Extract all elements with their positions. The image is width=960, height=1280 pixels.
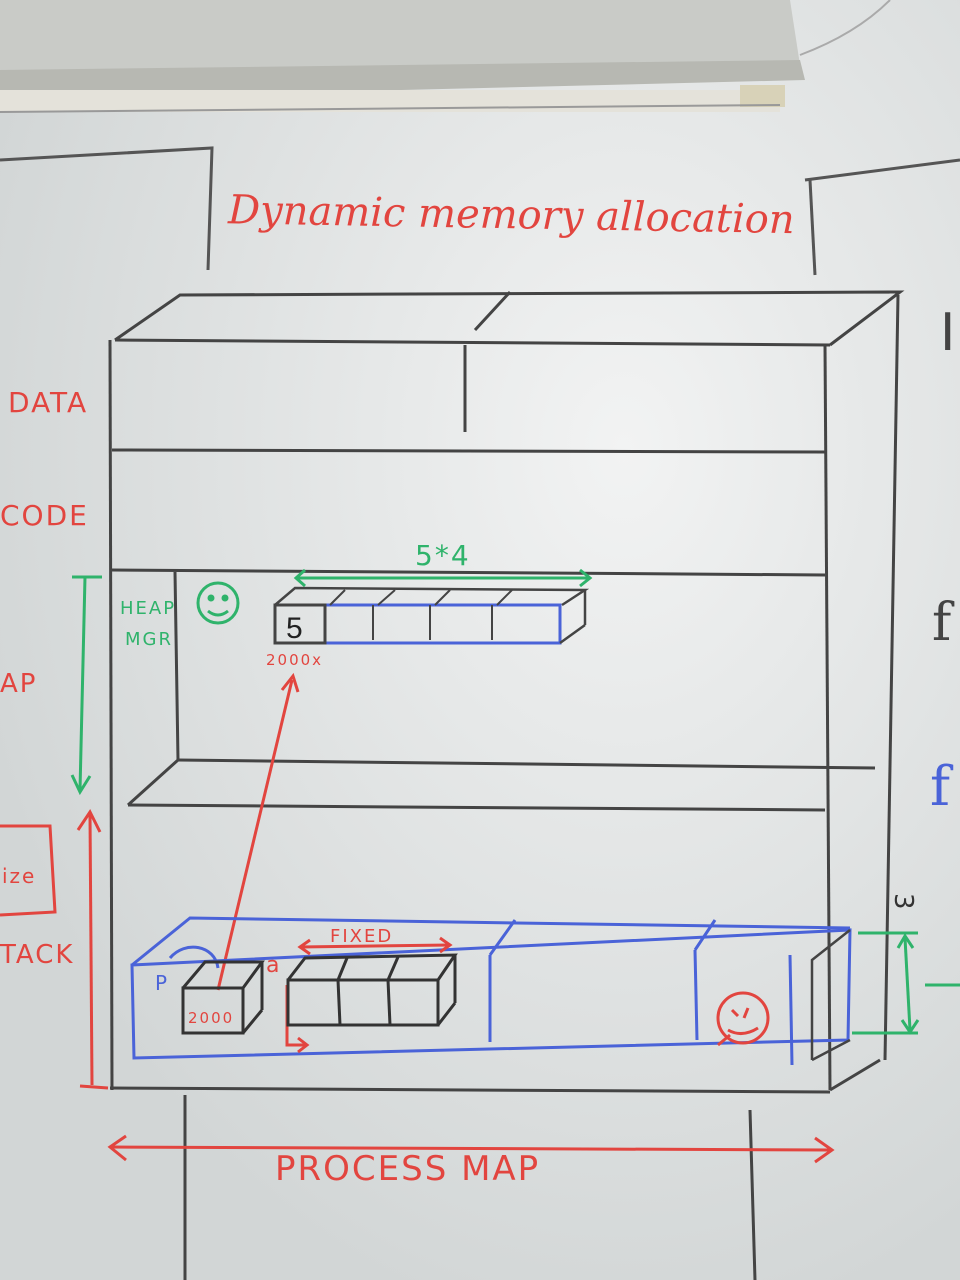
stack-fixed-label: FIXED (330, 926, 393, 947)
heap-manager-label-line1: HEAP (120, 598, 176, 619)
heap-array-first-cell-value: 5 (286, 612, 303, 645)
stack-pointer-cell (181, 960, 265, 1035)
board-title: Dynamic memory allocation (227, 187, 795, 243)
size-box-label: ize (2, 864, 36, 888)
stack-array (286, 953, 458, 1027)
heap-array-address: 2000x (266, 651, 323, 669)
heap-extent-arrow (70, 575, 102, 796)
stack-pointer-name: P (155, 971, 169, 995)
heap-array (273, 586, 590, 645)
stack-frame (130, 916, 852, 1066)
heap-array-size-arrow (293, 568, 593, 588)
size-box: ize (0, 824, 57, 917)
segment-label-heap: AP (0, 669, 37, 699)
edge-mark-right-mid: f (932, 593, 955, 653)
stack-extent-arrow (76, 809, 109, 1090)
stack-pointer-value: 2000 (188, 1009, 234, 1027)
segment-label-code: CODE (0, 499, 89, 532)
segment-label-data: DATA (8, 386, 88, 419)
stack-fixed-arrow (297, 936, 453, 956)
edge-mark-right-top: I (940, 303, 955, 363)
ceiling-light-fixture (0, 0, 891, 113)
face-icon (716, 991, 770, 1047)
process-map-arrow (107, 1134, 835, 1164)
stack-frame-height-arrow (852, 931, 960, 1035)
pointer-arrow (216, 672, 300, 991)
heap-array-size: 5*4 (415, 539, 471, 572)
title-bracket (0, 146, 960, 276)
segment-label-stack: TACK (0, 940, 74, 970)
smiley-face-icon (196, 581, 240, 625)
process-map-label: PROCESS MAP (275, 1149, 540, 1189)
right-mark: 3 (888, 893, 918, 912)
stack-array-name: a (266, 953, 281, 978)
heap-manager-label-line2: MGR (125, 629, 173, 650)
